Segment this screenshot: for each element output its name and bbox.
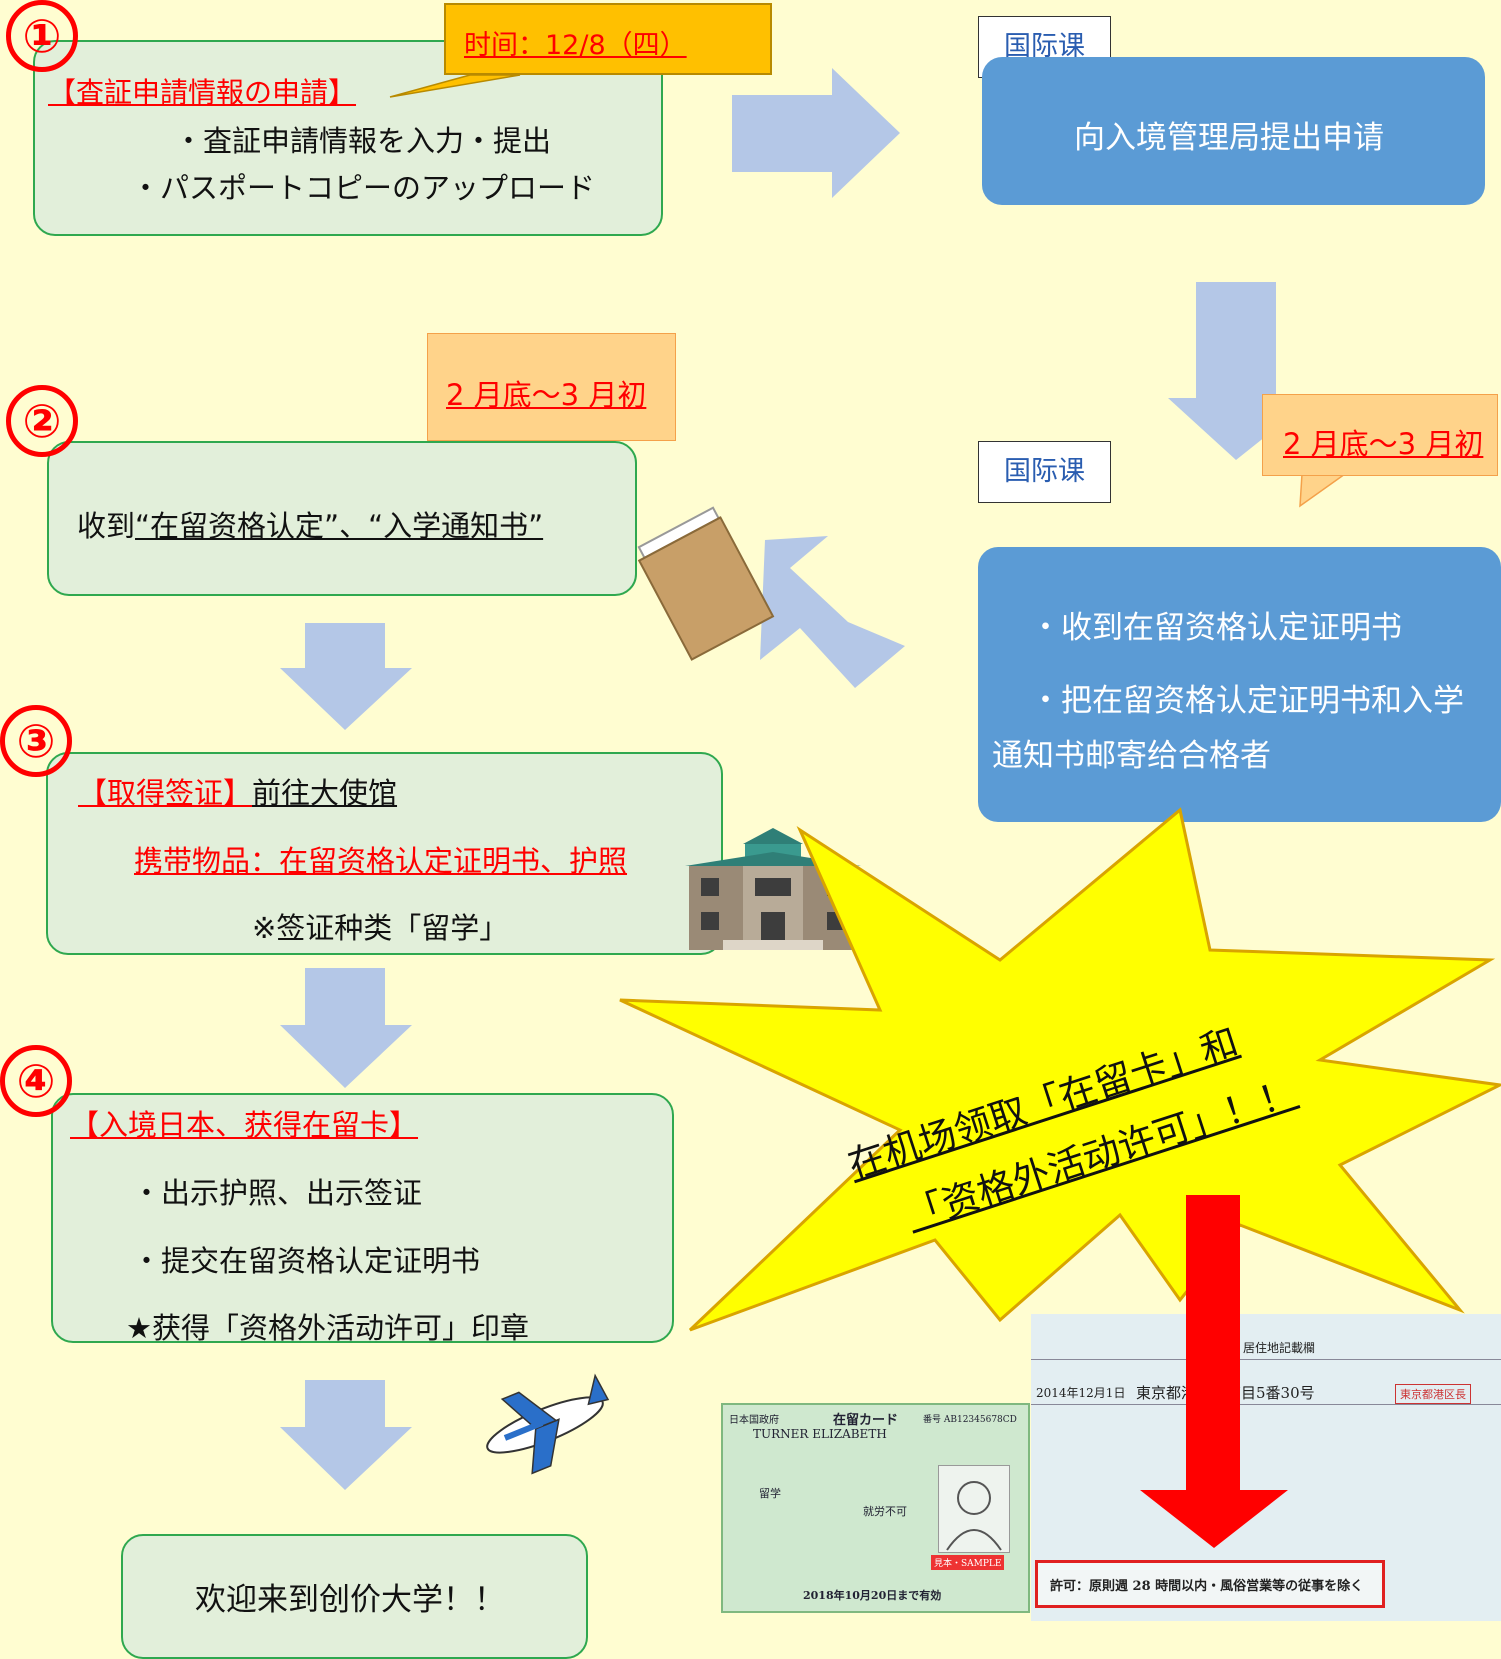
residence-card-back: 居住地記載欄 2014年12月1日 東京都港区…丁目5番30号 東京都港区長 許… (1031, 1314, 1501, 1621)
intl-box-bottom: ・收到在留资格认定证明书 ・把在留资格认定证明书和入学 通知书邮寄给合格者 (978, 547, 1501, 822)
step3-box (46, 752, 723, 955)
card-sample: 見本・SAMPLE (931, 1555, 1005, 1570)
step2-box: 收到“在留资格认定”、“入学通知书” (47, 441, 637, 596)
back-permit-frame: 許可：原則週 28 時間以内・風俗営業等の従事を除く (1035, 1560, 1385, 1608)
intl-callout: 2 月底～3 月初 (1262, 394, 1498, 476)
back-title: 居住地記載欄 (1243, 1341, 1316, 1355)
step4-item-2: ・提交在留资格认定证明书 (132, 1244, 481, 1278)
step1-number: ① (6, 0, 78, 72)
final-text: 欢迎来到创价大学！！ (195, 1582, 505, 1618)
person-silhouette-icon (946, 1481, 1002, 1551)
step4-number: ④ (0, 1045, 72, 1117)
step3-heading-red: 【取得签证】 (78, 776, 253, 810)
back-divider-1 (1031, 1359, 1501, 1360)
step3-heading: 【取得签证】前往大使馆 (78, 770, 397, 812)
step4-heading: 【入境日本、获得在留卡】 (70, 1108, 419, 1142)
time-callout-tail (389, 74, 521, 98)
intl-callout-tail (1299, 473, 1348, 508)
card-expiry: 2018年10月20日まで有効 (803, 1589, 942, 1602)
card-title: 在留カード (833, 1413, 899, 1428)
card-work: 就労不可 (863, 1505, 907, 1518)
step2-callout: 2 月底～3 月初 (427, 333, 676, 441)
back-stamp: 東京都港区長 (1395, 1384, 1471, 1404)
intl-callout-text: 2 月底～3 月初 (1283, 427, 1484, 461)
intl-bottom-item-1: ・收到在留资格认定证明书 (1030, 610, 1402, 646)
back-permit: 許可：原則週 28 時間以内・風俗営業等の従事を除く (1050, 1579, 1364, 1594)
residence-card-front: 日本国政府 在留カード 番号 AB12345678CD TURNER ELIZA… (721, 1403, 1030, 1613)
step4-item-1: ・出示护照、出示签证 (132, 1176, 423, 1210)
step2-number: ② (6, 385, 78, 457)
intl-box-top-text: 向入境管理局提出申请 (1074, 120, 1384, 156)
card-number: 番号 AB12345678CD (923, 1415, 1017, 1425)
step3-heading-rest: 前往大使馆 (252, 776, 398, 810)
step3-number: ③ (0, 705, 72, 777)
airplane-icon (486, 1373, 610, 1475)
step2-text-docs: “在留资格认定”、“入学通知书” (135, 509, 544, 543)
step1-item-1: ・査証申請情報を入力・提出 (174, 124, 552, 158)
step2-text: 收到“在留资格认定”、“入学通知书” (77, 503, 543, 545)
card-name: TURNER ELIZABETH (753, 1427, 887, 1441)
back-address: 東京都港区…丁目5番30号 (1136, 1384, 1315, 1402)
intl-box-top: 向入境管理局提出申请 (982, 57, 1485, 205)
step3-carry: 携带物品：在留资格认定证明书、护照 (134, 844, 628, 878)
envelope-icon (637, 506, 775, 661)
card-header-left: 日本国政府 (729, 1415, 779, 1426)
step1-item-2: ・パスポートコピーのアップロード (131, 171, 596, 205)
step2-callout-text: 2 月底～3 月初 (446, 378, 647, 412)
embassy-building-icon (685, 828, 861, 950)
intl-bottom-item-3: 通知书邮寄给合格者 (992, 738, 1271, 774)
step2-text-prefix: 收到 (77, 509, 136, 543)
back-divider-2 (1031, 1404, 1501, 1405)
step3-note: ※签证种类「留学」 (252, 911, 509, 945)
back-date: 2014年12月1日 (1036, 1386, 1126, 1400)
card-status: 留学 (759, 1487, 781, 1500)
time-callout-text: 时间：12/8（四） (464, 30, 687, 61)
step4-item-3: ★获得「资格外活动许可」印章 (126, 1311, 529, 1345)
intl-bottom-item-2: ・把在留资格认定证明书和入学 (1030, 683, 1464, 719)
burst-text: 在机场领取「在留卡」和 「资格外活动许可」！！ (840, 989, 1340, 1270)
final-box: 欢迎来到创价大学！！ (121, 1534, 588, 1659)
step1-heading: 【査証申請情報の申請】 (48, 76, 357, 109)
card-photo (938, 1465, 1010, 1553)
time-callout: 时间：12/8（四） (444, 3, 772, 75)
intl-label-bottom: 国际课 (978, 441, 1111, 503)
